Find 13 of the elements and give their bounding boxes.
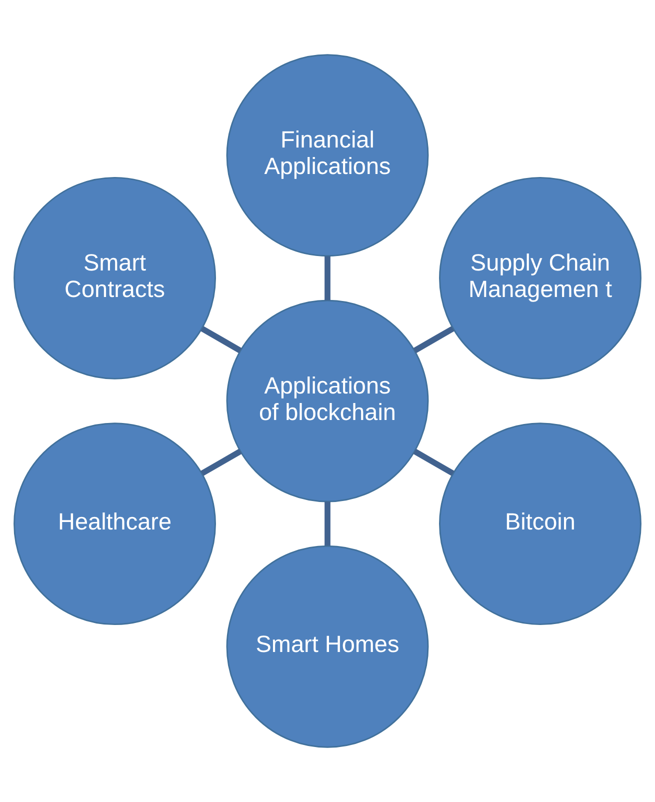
node-circle: Bitcoin [439,422,642,626]
node-circle: Smart Contracts [14,176,216,380]
node-circle: Supply Chain Managemen t [439,176,642,380]
connector [413,326,454,354]
node-circle: Applications of blockchain [226,300,429,502]
node-circle: Financial Applications [226,54,429,257]
node-circle: Healthcare [14,422,216,626]
connector [324,502,330,546]
connector [324,256,330,300]
connector [200,448,242,476]
node-circle: Smart Homes [226,545,429,748]
connector [200,326,242,354]
connector [413,448,454,476]
